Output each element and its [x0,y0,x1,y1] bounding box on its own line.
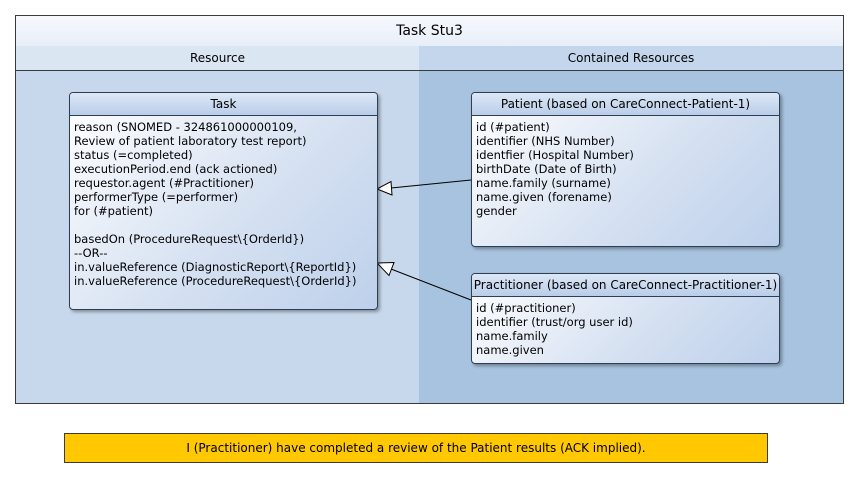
patient-box-title: Patient (based on CareConnect-Patient-1) [472,93,779,116]
patient-attribute: name.given (forename) [476,190,612,204]
task-attribute: Review of patient laboratory test report… [74,134,307,148]
practitioner-box[interactable]: Practitioner (based on CareConnect-Pract… [471,273,780,364]
task-box-title: Task [70,93,377,116]
task-attribute: performerType (=performer) [74,190,239,204]
patient-attribute: identfier (Hospital Number) [476,148,634,162]
practitioner-attribute: name.given [476,343,544,357]
patient-attribute: gender [476,204,517,218]
task-attribute: in.valueReference (DiagnosticReport\{Rep… [74,260,357,274]
diagram-title: Task Stu3 [16,16,843,47]
patient-box[interactable]: Patient (based on CareConnect-Patient-1)… [471,92,780,247]
task-box[interactable]: Task reason (SNOMED - 324861000000109, R… [69,92,378,310]
practitioner-attribute: id (#practitioner) [476,301,576,315]
lane-resource-header: Resource [16,46,419,71]
task-attribute: executionPeriod.end (ack actioned) [74,162,278,176]
practitioner-box-body: id (#practitioner) identifier (trust/org… [472,297,779,357]
task-attribute-spacer [74,218,373,232]
practitioner-box-title: Practitioner (based on CareConnect-Pract… [472,274,779,297]
task-box-body: reason (SNOMED - 324861000000109, Review… [70,116,377,288]
practitioner-attribute: name.family [476,329,548,343]
task-attribute: reason (SNOMED - 324861000000109, [74,120,297,134]
task-attribute: requestor.agent (#Practitioner) [74,176,254,190]
task-attribute: in.valueReference (ProcedureRequest\{Ord… [74,274,357,288]
practitioner-attribute: identifier (trust/org user id) [476,315,633,329]
patient-attribute: id (#patient) [476,120,550,134]
patient-attribute: identifier (NHS Number) [476,134,615,148]
task-attribute: status (=completed) [74,148,193,162]
task-attribute: basedOn (ProcedureRequest\{OrderId}) [74,232,305,246]
patient-box-body: id (#patient) identifier (NHS Number) id… [472,116,779,218]
task-attribute: --OR-- [74,246,108,260]
lane-contained-resources-header: Contained Resources [419,46,843,71]
patient-attribute: name.family (surname) [476,176,611,190]
patient-attribute: birthDate (Date of Birth) [476,162,617,176]
task-attribute: for (#patient) [74,204,154,218]
ack-note: I (Practitioner) have completed a review… [64,433,768,463]
